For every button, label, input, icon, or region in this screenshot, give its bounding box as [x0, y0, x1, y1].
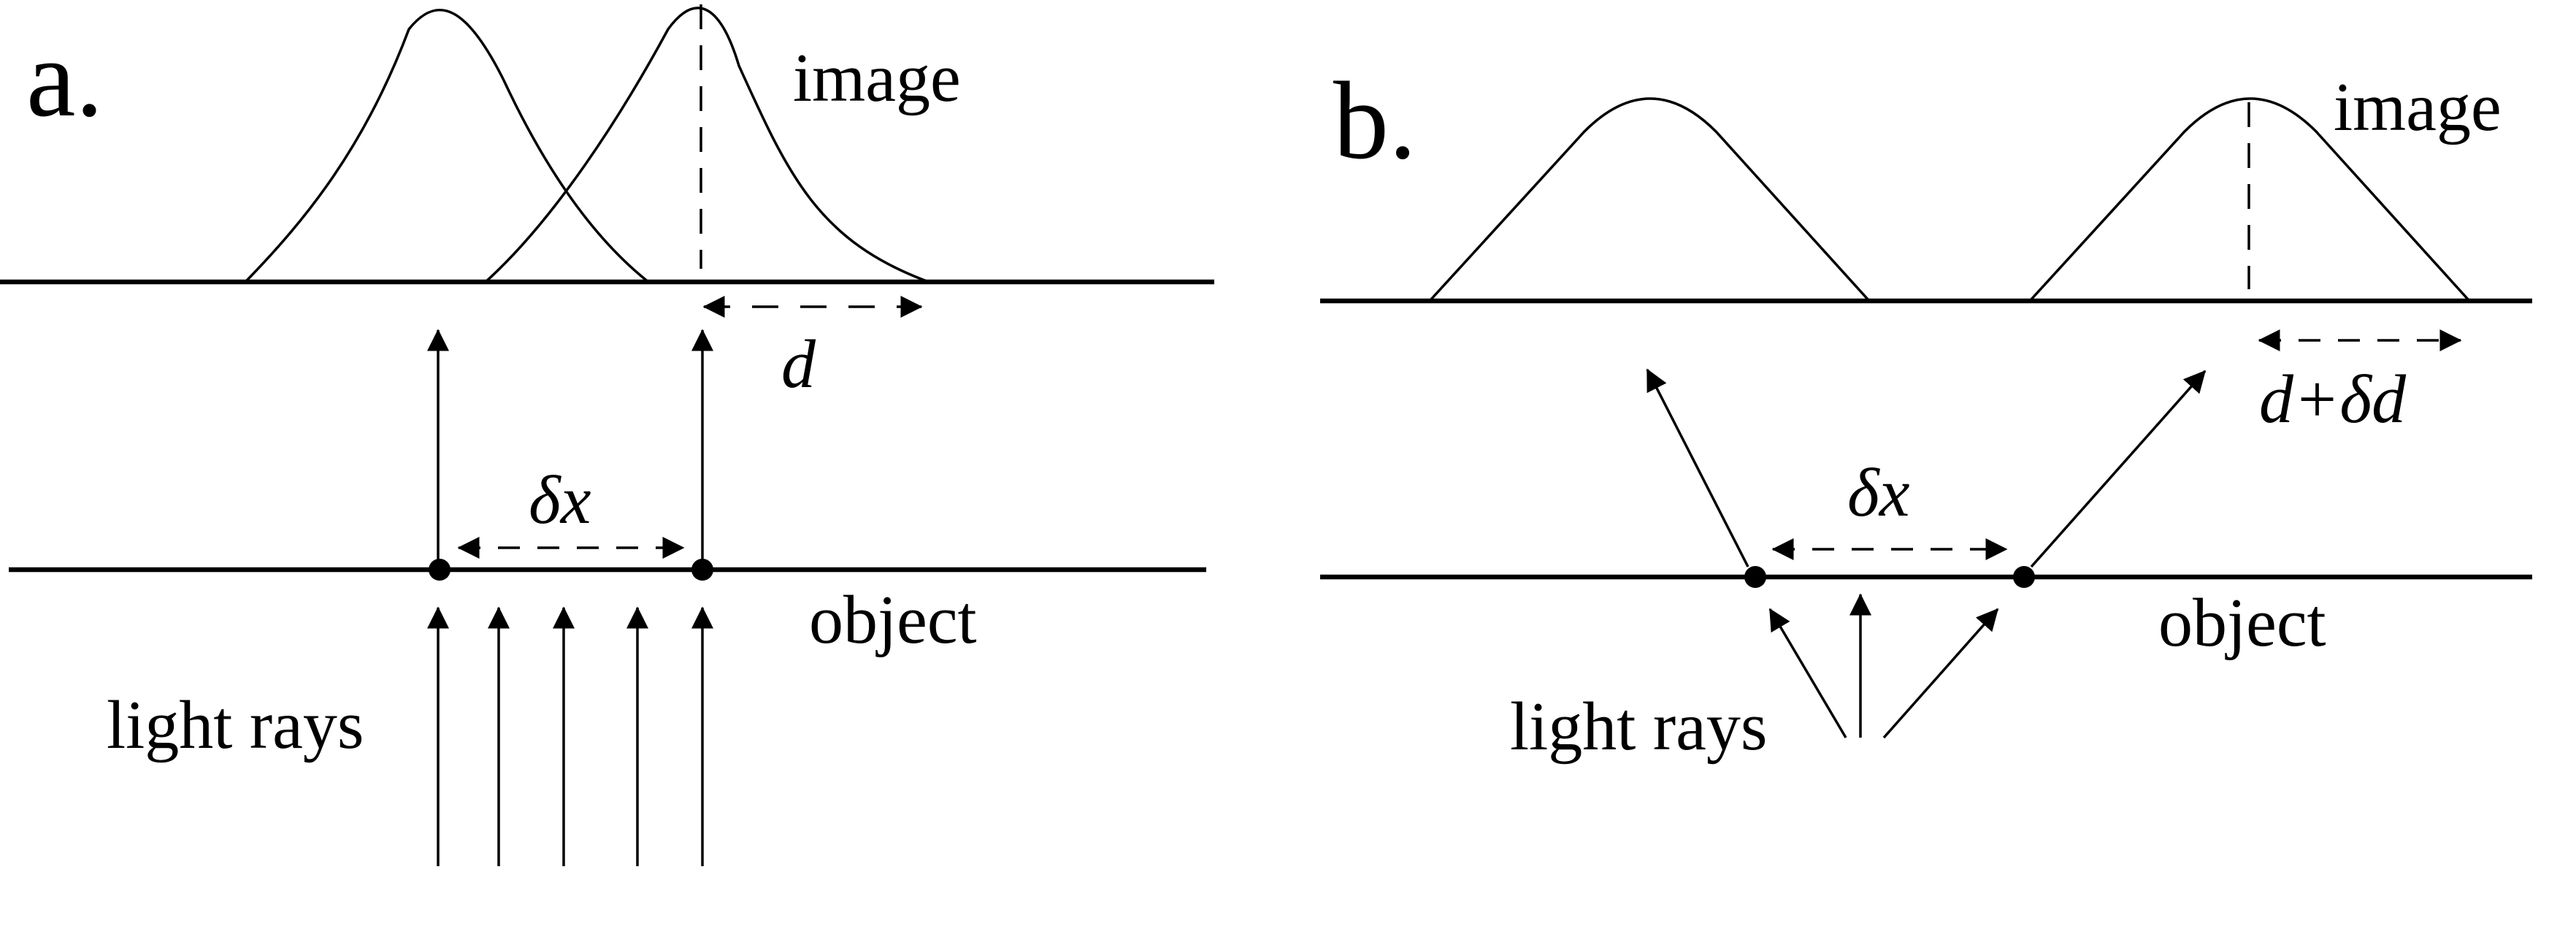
panel-b-object-label: object [2158, 585, 2326, 661]
panel-a-width-label: d [781, 326, 816, 402]
panel-a-shift-label: δx [529, 462, 591, 538]
panel-a-left-peak [244, 8, 650, 283]
panel-a-light-label: light rays [107, 687, 364, 763]
panel-b-light-label: light rays [1510, 689, 1767, 765]
panel-b-light-ray-1 [1768, 608, 1847, 738]
panel-b-point-left [1744, 566, 1766, 588]
panel-b-image-label: image [2334, 69, 2502, 145]
panel-b-right-peak [2028, 97, 2471, 302]
panel-a-image-label: image [793, 40, 961, 116]
panel-b-letter: b. [1333, 59, 1417, 182]
panel-b-point-right [2013, 566, 2035, 588]
panel-b-light-ray-3 [1882, 608, 1999, 739]
panel-a-point-left [429, 559, 451, 581]
panel-a-right-peak [484, 7, 929, 283]
panel-b-width-label: d+δd [2259, 362, 2407, 437]
panel-a-letter: a. [26, 17, 103, 139]
panel-b-shift-label: δx [1847, 455, 1910, 531]
panel-b-left-peak [1428, 97, 1871, 302]
panel-a: a. image d δx object light rays [0, 4, 1214, 866]
panel-a-point-right [691, 559, 713, 581]
panel-b: b. image d+δd δx object light rays [1320, 59, 2532, 765]
panel-b-ray-left [1646, 368, 1749, 567]
panel-a-object-label: object [809, 582, 977, 658]
panel-b-ray-right [2030, 370, 2207, 568]
